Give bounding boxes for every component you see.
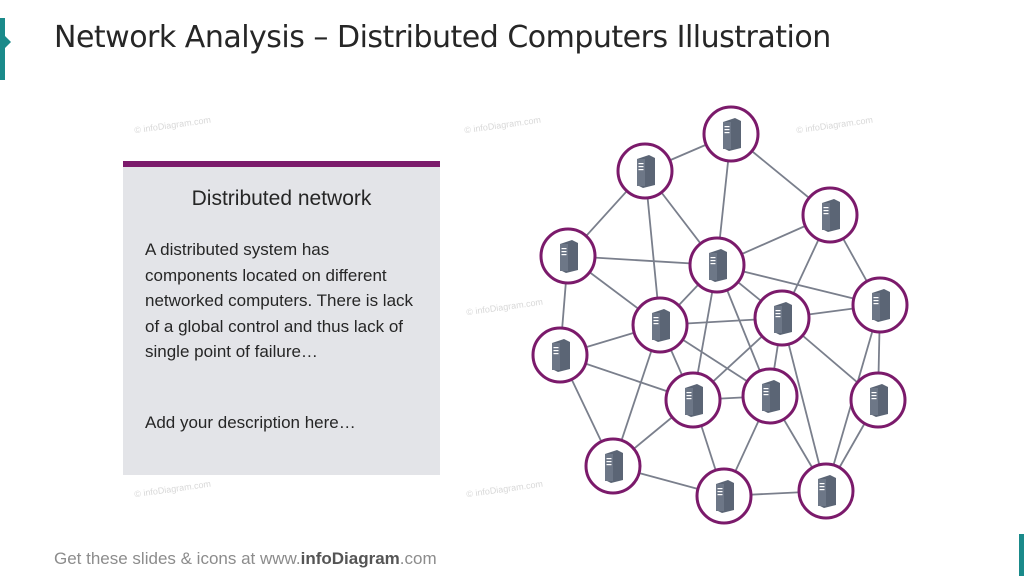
network-edge <box>781 317 827 492</box>
network-node <box>702 105 760 163</box>
server-icon <box>762 380 780 413</box>
server-icon <box>818 475 836 508</box>
network-node <box>753 289 811 347</box>
server-icon <box>723 118 741 151</box>
footer-brand: infoDiagram <box>300 549 400 568</box>
description-card: Distributed network A distributed system… <box>123 161 440 475</box>
network-node <box>688 236 746 294</box>
card-heading: Distributed network <box>191 187 372 210</box>
server-icon <box>774 302 792 335</box>
server-icon <box>709 249 727 282</box>
card-note-text: Add your description here… <box>145 413 356 432</box>
network-node <box>797 462 855 520</box>
server-icon <box>552 339 570 372</box>
network-node <box>531 326 589 384</box>
page-title: Network Analysis – Distributed Computers… <box>54 20 831 55</box>
left-accent-bar <box>0 18 11 80</box>
network-node <box>851 276 909 334</box>
network-node <box>801 186 859 244</box>
network-node <box>539 227 597 285</box>
server-icon <box>822 199 840 232</box>
server-icon <box>685 384 703 417</box>
server-icon <box>605 450 623 483</box>
server-icon <box>637 155 655 188</box>
server-icon <box>716 480 734 513</box>
footer: Get these slides & icons at www.infoDiag… <box>54 549 437 569</box>
network-node <box>849 371 907 429</box>
server-icon <box>870 384 888 417</box>
server-icon <box>652 309 670 342</box>
footer-suffix: .com <box>399 549 437 568</box>
network-node <box>741 367 799 425</box>
server-icon <box>872 289 890 322</box>
network-node <box>584 437 642 495</box>
network-node <box>664 371 722 429</box>
right-accent-bar <box>1019 534 1024 576</box>
footer-prefix: Get these slides & icons at www. <box>54 549 301 568</box>
server-icon <box>560 240 578 273</box>
network-node <box>631 296 689 354</box>
card-body-text: A distributed system has components loca… <box>145 240 414 361</box>
network-node <box>695 467 753 525</box>
network-node <box>616 142 674 200</box>
